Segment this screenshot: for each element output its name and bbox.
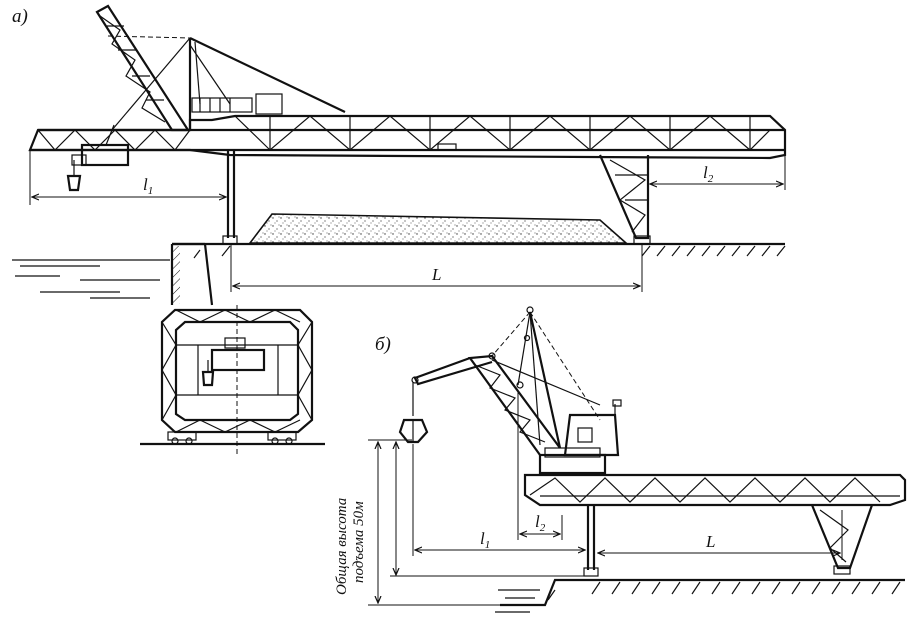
- label-L-a: L: [431, 265, 441, 284]
- part-b-jib-crane-on-bridge: [368, 306, 907, 613]
- dimension-l1-b: [412, 444, 585, 556]
- part-b-label: б): [375, 334, 391, 355]
- dimension-l2-a: [650, 155, 786, 190]
- label-L-b: L: [705, 532, 715, 551]
- right-leg: [598, 154, 651, 245]
- trolley-grab: [66, 124, 130, 192]
- bridge-girder: [28, 114, 787, 160]
- a-frame: [107, 35, 346, 131]
- label-l1-a: l1: [143, 175, 153, 197]
- bridge-trolley: [437, 143, 457, 151]
- dimension-L-a: [230, 244, 643, 292]
- part-a-label: а): [12, 6, 28, 27]
- raised-boom: [95, 4, 191, 132]
- height-label-line1: Общая высота: [334, 498, 350, 595]
- label-l2-b: l2: [535, 512, 546, 534]
- water-b: [495, 589, 540, 613]
- label-l2-a: l2: [703, 163, 714, 185]
- left-leg: [222, 150, 238, 245]
- left-leg-b: [583, 505, 599, 577]
- bulk-stockpile: [248, 213, 629, 244]
- dimension-L-b: [598, 510, 843, 560]
- dimension-l2-b: [517, 390, 563, 540]
- portal-cross-section: [140, 305, 325, 455]
- dimension-l1-a: [29, 150, 226, 205]
- jib-crane: [398, 306, 622, 475]
- height-dimension: [368, 439, 590, 606]
- height-label: Общая высота подъема 50м: [334, 498, 367, 595]
- bridge-girder-b: [523, 473, 907, 507]
- part-a-gantry-crane: [12, 4, 787, 306]
- water-surface: [12, 259, 170, 299]
- machinery-house: [191, 93, 283, 115]
- height-label-line2: подъема 50м: [351, 501, 367, 583]
- quay-b: [500, 578, 905, 607]
- portal-wheels: [167, 431, 297, 445]
- label-l1-b: l1: [480, 529, 490, 551]
